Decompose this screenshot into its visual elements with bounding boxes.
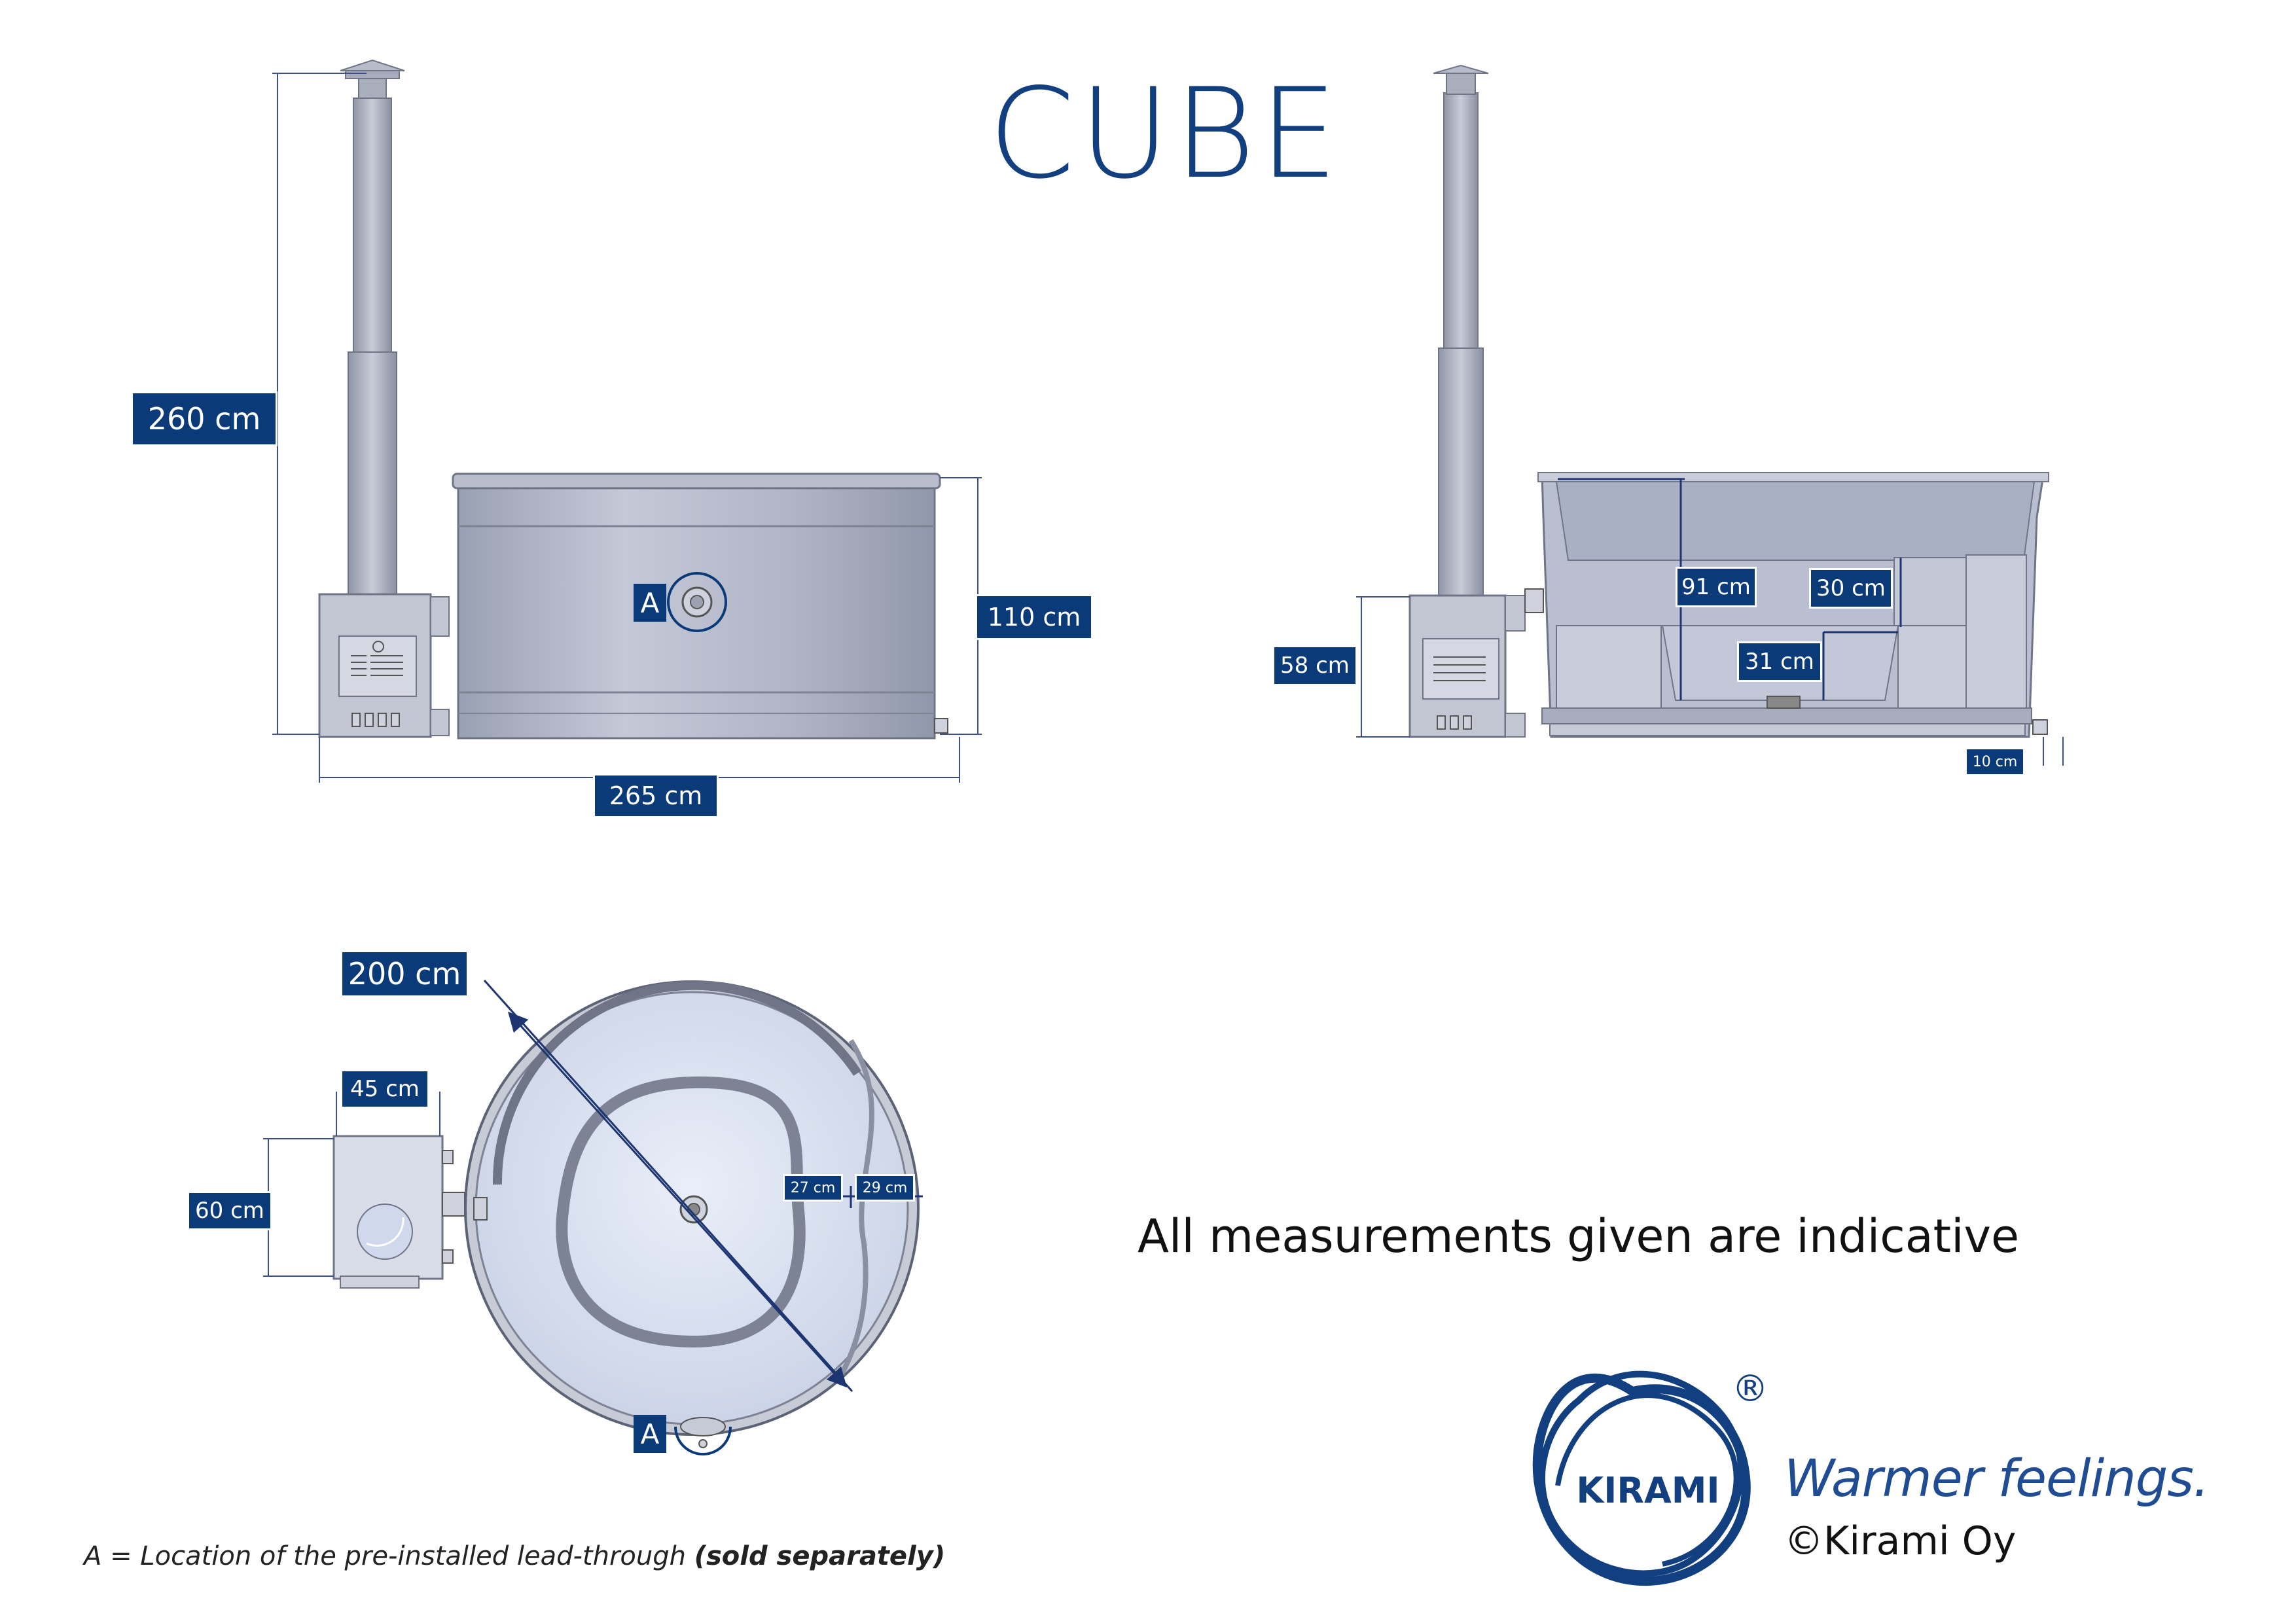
side-view xyxy=(272,59,982,783)
registered-mark: ® xyxy=(1732,1368,1768,1410)
kirami-logo xyxy=(1532,1370,1751,1586)
dim-overall-width: 265 cm xyxy=(593,774,719,818)
dim-heater-height: 58 cm xyxy=(1272,645,1357,686)
dim-total-height: 260 cm xyxy=(131,391,278,446)
tub-rim xyxy=(452,473,941,490)
logo-text: KIRAMI xyxy=(1576,1470,1720,1511)
dim-gap-outer: 29 cm xyxy=(855,1174,915,1202)
dim-lower-bench: 31 cm xyxy=(1737,641,1822,682)
marker-a-top: A xyxy=(634,1415,666,1453)
dim-diameter: 200 cm xyxy=(340,950,469,997)
footnote-text: A = Location of the pre-installed lead-t… xyxy=(84,1541,694,1571)
top-lead-through xyxy=(680,1417,726,1436)
footnote: A = Location of the pre-installed lead-t… xyxy=(84,1541,945,1571)
footnote-bold: (sold separately) xyxy=(694,1541,946,1571)
chimney-lower xyxy=(348,351,397,596)
chimney-upper xyxy=(353,98,392,354)
dim-gap-inner: 27 cm xyxy=(783,1174,843,1202)
chimney-cap xyxy=(345,70,400,79)
dim-offset: 10 cm xyxy=(1965,747,2025,776)
dim-depth: 91 cm xyxy=(1676,567,1757,607)
copyright: ©Kirami Oy xyxy=(1784,1518,2017,1564)
section-view xyxy=(1356,64,2064,766)
dim-heater-width: 45 cm xyxy=(340,1069,429,1109)
dim-heater-depth: 60 cm xyxy=(187,1191,272,1230)
disclaimer-text: All measurements given are indicative xyxy=(1138,1209,2020,1263)
dim-upper-bench: 30 cm xyxy=(1809,568,1893,609)
lead-through-marker xyxy=(667,572,727,632)
page-title: CUBE xyxy=(988,62,1342,206)
top-view xyxy=(263,979,923,1455)
marker-a-side: A xyxy=(634,584,666,622)
dim-tub-height: 110 cm xyxy=(975,594,1093,640)
brand-tagline: Warmer feelings. xyxy=(1784,1450,2210,1508)
